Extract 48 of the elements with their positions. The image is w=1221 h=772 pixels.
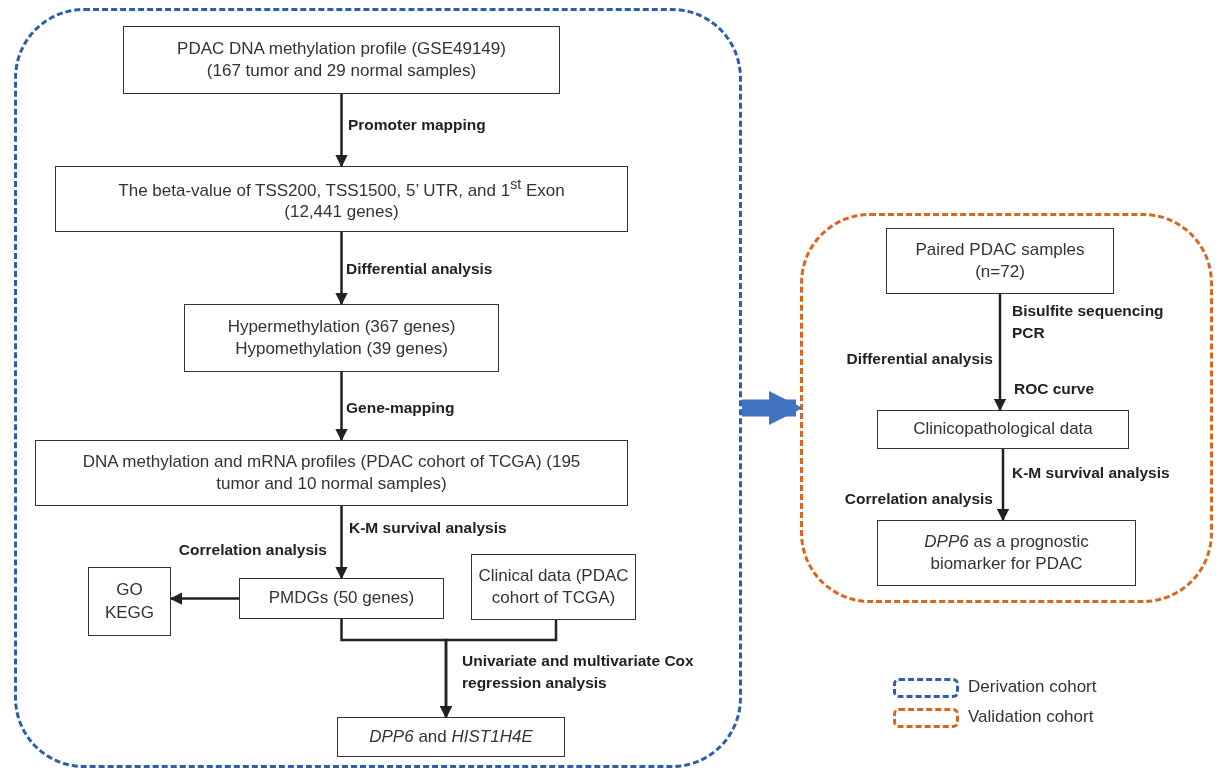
cohort-group-border — [800, 213, 1213, 603]
arrow — [439, 620, 558, 719]
arrow — [169, 592, 239, 605]
process-box — [877, 520, 1136, 586]
legend-text: Derivation cohort — [968, 677, 1097, 697]
process-box — [239, 578, 444, 619]
process-box — [88, 567, 171, 636]
arrow — [335, 94, 348, 168]
process-box — [877, 410, 1129, 449]
node-text: PDAC DNA methylation profile (GSE49149) (167 tumor and 29 normal samples) — [176, 37, 507, 82]
node-text: Hypomethylation (39 genes) — [235, 338, 448, 360]
process-box — [886, 228, 1114, 294]
node-text: Clinical data (PDAC cohort of TCGA) — [477, 564, 630, 609]
edge-label: Differential analysis — [346, 259, 493, 279]
edge-label: Bisulfite sequencing PCR — [1012, 301, 1165, 344]
arrow — [335, 372, 348, 442]
edge-label: K-M survival analysis — [1012, 463, 1170, 483]
cohort-group-border — [14, 8, 742, 768]
process-box — [337, 717, 565, 757]
process-box — [471, 554, 636, 620]
arrow — [993, 294, 1007, 412]
node-text: GO — [116, 579, 143, 602]
node-text: Clinicopathological data — [913, 418, 1093, 441]
node-text: DPP6 and HIST1H4E — [369, 725, 533, 748]
edge-label: Gene-mapping — [346, 398, 455, 418]
process-box — [123, 26, 560, 94]
annotation-label: ROC curve — [1014, 379, 1095, 399]
arrow — [335, 232, 348, 306]
arrow — [996, 449, 1010, 522]
node-text: KEGG — [104, 601, 155, 624]
node-text: Hypermethylation (367 genes) — [227, 315, 456, 338]
node-text: PMDGs (50 genes) — [268, 587, 415, 610]
node-text: DPP6 as a prognostic biomarker for PDAC — [923, 530, 1090, 575]
node-text: DNA methylation and mRNA profiles (PDAC cohort of TCGA) (195 tumor and 10 normal samples) — [81, 450, 582, 495]
edge-label: Promoter mapping — [348, 115, 486, 135]
process-box — [184, 304, 499, 372]
edge-label: K-M survival analysis — [349, 518, 507, 538]
process-box — [35, 440, 628, 506]
arrow — [335, 506, 348, 580]
process-box — [55, 166, 628, 232]
legend-text: Validation cohort — [968, 707, 1094, 727]
block-arrow — [742, 391, 803, 425]
annotation-label: Correlation analysis — [177, 540, 327, 560]
node-text: Paired PDAC samples (n=72) — [914, 238, 1086, 283]
annotation-label: Correlation analysis — [843, 489, 993, 509]
annotation-label: Differential analysis — [845, 349, 993, 369]
edge-label: Univariate and multivariate Cox regression analysis — [462, 651, 695, 694]
node-text: The beta-value of TSS200, TSS1500, 5’ UTR, and 1$^{st}$ Exon (12,441 genes) — [117, 174, 566, 224]
